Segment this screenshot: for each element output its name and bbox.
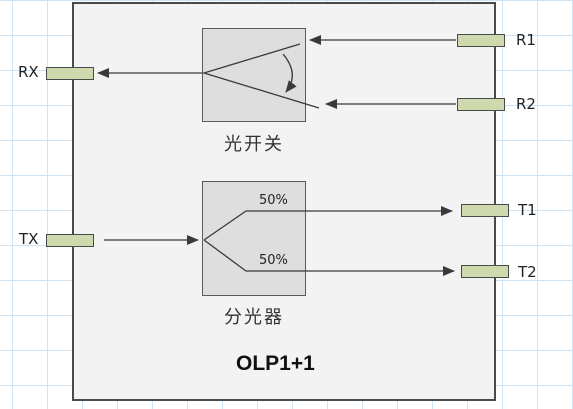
port-t2 xyxy=(461,265,509,278)
port-rx xyxy=(46,67,94,80)
split-ratio-bottom: 50% xyxy=(259,253,288,268)
splitter-caption: 分光器 xyxy=(224,307,284,328)
optical-switch-caption: 光开关 xyxy=(224,134,284,155)
device-title: OLP1+1 xyxy=(236,352,315,375)
port-tx xyxy=(46,234,94,247)
switch-rotate-arrow xyxy=(282,53,297,93)
label-r1: R1 xyxy=(516,31,536,49)
label-rx: RX xyxy=(18,63,39,81)
port-r2 xyxy=(457,98,505,111)
port-r1 xyxy=(457,34,505,47)
optical-switch-box xyxy=(202,28,306,122)
splitter-box xyxy=(202,181,306,296)
label-t2: T2 xyxy=(518,263,537,281)
label-t1: T1 xyxy=(518,201,537,219)
split-ratio-top: 50% xyxy=(259,193,288,208)
label-r2: R2 xyxy=(516,95,536,113)
switch-internal-lines xyxy=(201,43,320,109)
t2-output-line xyxy=(203,239,455,276)
label-tx: TX xyxy=(19,230,39,248)
t1-output-line xyxy=(203,206,453,241)
port-t1 xyxy=(461,204,509,217)
